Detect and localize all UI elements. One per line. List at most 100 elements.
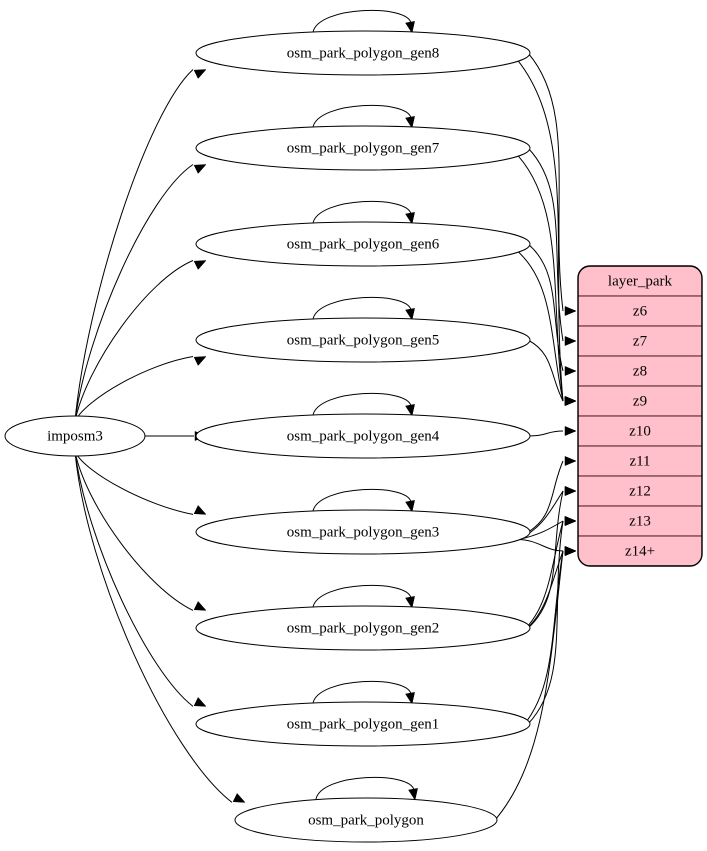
node-ellipse-gen3 xyxy=(195,509,531,555)
edge-gen5-to-row-3 xyxy=(527,339,564,402)
node-ellipse-gen8 xyxy=(195,30,531,76)
node-label-gen2: osm_park_polygon_gen2 xyxy=(287,620,439,636)
edge-gen8-to-row-3 xyxy=(517,60,564,402)
edge-imposm3-to-gen7 xyxy=(74,164,194,422)
node-ellipse-gen2 xyxy=(195,605,531,651)
table-row-label-z9: z9 xyxy=(633,393,647,409)
edge-gen6-to-row-2 xyxy=(527,243,564,372)
arrowhead-imposm3-to-gen8 xyxy=(193,69,207,79)
edge-gen2-to-row-6 xyxy=(527,490,564,629)
table-header-label: layer_park xyxy=(608,273,673,289)
node-ellipse-gen7 xyxy=(195,125,531,171)
table-row-label-z11: z11 xyxy=(629,453,650,469)
edge-imposm3-to-gen6 xyxy=(74,260,194,422)
edge-imposm3-to-base xyxy=(74,451,233,803)
node-base[interactable]: osm_park_polygon xyxy=(234,797,498,843)
edge-gen7-to-row-3 xyxy=(517,155,564,402)
table-row-z8[interactable] xyxy=(578,355,702,387)
edges-layer xyxy=(74,9,577,821)
self-loop-gen3 xyxy=(312,488,412,512)
node-gen8[interactable]: osm_park_polygon_gen8 xyxy=(195,30,531,76)
arrowhead-self-loop-gen3 xyxy=(405,500,415,513)
self-loop-gen5 xyxy=(312,296,412,320)
node-label-gen7: osm_park_polygon_gen7 xyxy=(287,140,440,156)
table-row-label-z12: z12 xyxy=(629,483,651,499)
table-outline xyxy=(577,265,703,567)
node-gen5[interactable]: osm_park_polygon_gen5 xyxy=(195,317,531,363)
arrowhead-self-loop-gen4 xyxy=(405,404,415,417)
self-loop-gen6 xyxy=(312,200,412,224)
arrowhead-base-to-row-8 xyxy=(564,546,577,556)
table-row-label-z14+: z14+ xyxy=(625,543,655,559)
node-gen6[interactable]: osm_park_polygon_gen6 xyxy=(195,221,531,267)
edge-gen6-to-row-3 xyxy=(517,251,564,402)
table-row-label-z6: z6 xyxy=(633,303,648,319)
arrowhead-imposm3-to-gen3 xyxy=(193,504,207,515)
arrowhead-imposm3-to-gen5 xyxy=(193,356,207,366)
arrowhead-imposm3-to-gen2 xyxy=(193,600,207,611)
self-loop-gen7 xyxy=(312,104,412,128)
node-gen3[interactable]: osm_park_polygon_gen3 xyxy=(195,509,531,555)
node-gen1[interactable]: osm_park_polygon_gen1 xyxy=(195,701,531,747)
arrowhead-imposm3-to-gen7 xyxy=(193,164,207,174)
node-label-gen3: osm_park_polygon_gen3 xyxy=(287,524,439,540)
node-label-gen5: osm_park_polygon_gen5 xyxy=(287,332,439,348)
arrowhead-self-loop-gen8 xyxy=(405,21,415,34)
self-loop-gen8 xyxy=(312,9,412,33)
nodes-layer: osm_park_polygon_gen8 osm_park_polygon_ge… xyxy=(4,30,531,843)
node-ellipse-gen5 xyxy=(195,317,531,363)
arrowhead-gen8-to-row-0 xyxy=(564,306,577,316)
node-ellipse-gen4 xyxy=(195,413,531,459)
self-loop-base xyxy=(315,776,415,800)
node-ellipse-base xyxy=(234,797,498,843)
arrowhead-gen7-to-row-1 xyxy=(564,336,577,346)
arrowhead-self-loop-base xyxy=(408,788,418,801)
arrowhead-self-loop-gen2 xyxy=(405,596,415,609)
table-row-label-z8: z8 xyxy=(633,363,647,379)
self-loop-gen2 xyxy=(312,584,412,608)
table-row-label-z10: z10 xyxy=(629,423,651,439)
node-label-base: osm_park_polygon xyxy=(308,812,424,828)
arrowhead-self-loop-gen6 xyxy=(405,212,415,225)
edge-gen3-to-row-5 xyxy=(527,460,564,533)
table-row-z14+[interactable] xyxy=(578,535,702,566)
node-gen4[interactable]: osm_park_polygon_gen4 xyxy=(195,413,531,459)
edge-base-to-row-8 xyxy=(494,550,564,821)
edge-gen4-to-row-4 xyxy=(527,430,564,437)
self-loop-gen1 xyxy=(312,680,412,704)
arrowhead-imposm3-to-gen1 xyxy=(193,696,207,707)
arrowhead-gen6-to-row-2 xyxy=(564,366,577,376)
node-ellipse-gen6 xyxy=(195,221,531,267)
arrowhead-gen3-to-row-5 xyxy=(564,456,577,466)
table-row-z7[interactable] xyxy=(578,325,702,357)
edge-imposm3-to-gen3 xyxy=(74,451,194,515)
node-imposm3[interactable]: imposm3 xyxy=(4,415,146,457)
edge-gen8-to-row-0 xyxy=(527,52,564,312)
node-label-gen4: osm_park_polygon_gen4 xyxy=(287,428,440,444)
node-label-gen6: osm_park_polygon_gen6 xyxy=(287,236,440,252)
self-loop-gen4 xyxy=(312,392,412,416)
arrowhead-self-loop-gen1 xyxy=(405,692,415,705)
arrowhead-imposm3-to-gen6 xyxy=(193,260,207,270)
edge-gen1-to-row-7 xyxy=(527,520,564,725)
node-gen2[interactable]: osm_park_polygon_gen2 xyxy=(195,605,531,651)
node-ellipse-gen1 xyxy=(195,701,531,747)
edge-gen7-to-row-1 xyxy=(527,147,564,342)
arrowhead-imposm3-to-base xyxy=(232,792,246,803)
node-gen7[interactable]: osm_park_polygon_gen7 xyxy=(195,125,531,171)
arrowhead-self-loop-gen7 xyxy=(405,116,415,129)
edge-imposm3-to-gen8 xyxy=(74,69,194,422)
table-row-label-z7: z7 xyxy=(633,333,648,349)
edge-imposm3-to-gen1 xyxy=(74,451,194,707)
table-row-z12[interactable] xyxy=(578,475,702,507)
edge-gen3-to-row-8 xyxy=(517,539,564,552)
node-label-gen8: osm_park_polygon_gen8 xyxy=(287,45,439,61)
node-label-gen1: osm_park_polygon_gen1 xyxy=(287,716,439,732)
node-ellipse-imposm3 xyxy=(4,415,146,457)
arrowhead-gen1-to-row-7 xyxy=(564,516,577,526)
arrowhead-gen2-to-row-6 xyxy=(564,486,577,496)
